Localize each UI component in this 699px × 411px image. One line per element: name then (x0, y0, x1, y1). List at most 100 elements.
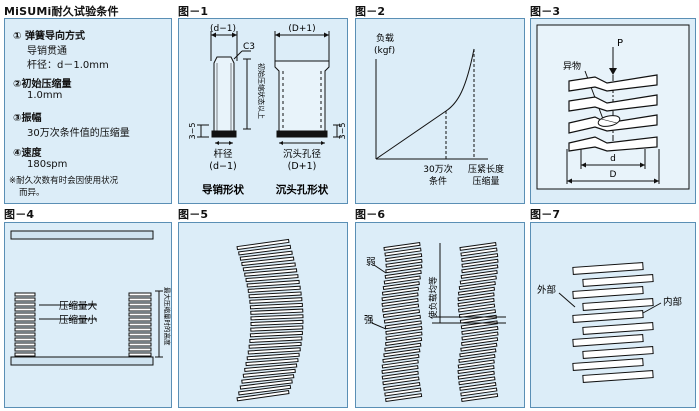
fig4-title: 图－4 (4, 208, 35, 221)
fig1-caption-left: 导销形状 (202, 183, 244, 196)
fig3-panel: P 异物 d D (530, 18, 696, 204)
amplitude-value: 30万次条件值的压缩量 (27, 128, 130, 139)
fig6-coil (381, 286, 420, 296)
fig4-coil (128, 347, 152, 352)
fig1-gap-left: 3−5 (188, 123, 197, 140)
fig6-coil (381, 297, 419, 307)
fig6-coil (385, 325, 423, 335)
fig4-drawing: 压缩量大 压缩量小 最大压缩量时的高度 (10, 230, 172, 366)
speed-heading: ④速度 (13, 148, 42, 159)
fig4-panel: 压缩量大 压缩量小 最大压缩量时的高度 (4, 222, 172, 408)
fig6-coil (457, 292, 495, 302)
fig5-coil (244, 268, 298, 277)
fig6-coil (381, 370, 419, 380)
fig4-height-note: 最大压缩量时的高度 (163, 287, 171, 346)
fig4-coil (14, 317, 36, 322)
fig7-coil (572, 358, 644, 371)
fig6-coil (458, 376, 496, 386)
fig6-coil (382, 281, 420, 291)
fig6-coil (383, 241, 421, 251)
fig4-coil (128, 352, 152, 357)
fig1-caption-right: 沉头孔形状 (276, 183, 329, 196)
fig3-outer-label: D (610, 170, 617, 180)
fig6-coil (385, 258, 423, 268)
fig6-title: 图－6 (355, 208, 386, 221)
fig1-dim-hole: (D+1) (288, 24, 315, 34)
fig2-panel: 负载 (kgf) 30万次 条件 压紧长度 压缩量 (355, 18, 525, 204)
fig1-gap-right: 3−5 (338, 123, 347, 140)
fig6-coil (383, 348, 421, 358)
fig1-hole-label: 沉头孔径 (283, 148, 322, 160)
fig5-coil (239, 379, 293, 390)
fig6-coil (382, 353, 420, 363)
fig4-coil (128, 302, 152, 307)
fig4-coil (14, 342, 36, 347)
fig6-coil (457, 365, 495, 375)
fig5-coil (236, 390, 290, 402)
fig4-coil (14, 322, 36, 327)
fig6-coil (461, 325, 499, 335)
fig6-coil (458, 281, 496, 291)
fig6-coil (385, 253, 423, 263)
fig6-coil (457, 370, 495, 380)
conditions-title: MiSUMi耐久试验条件 (4, 5, 119, 18)
fig5-drawing (236, 238, 304, 402)
initial-heading: ②初始压缩量 (13, 79, 72, 90)
fig6-coil (460, 342, 498, 352)
fig6-coil (384, 387, 422, 397)
fig7-coil (582, 370, 654, 383)
fig1-title: 图－1 (178, 5, 209, 18)
fig7-outer-label: 外部 (537, 284, 556, 296)
fig1-height-note: 初始压缩状态以上 (257, 63, 266, 119)
fig5-panel (178, 222, 348, 408)
fig7-coil (582, 298, 654, 311)
fig7-coil (572, 286, 644, 299)
fig5-coil (249, 336, 303, 344)
fig1-panel: (d−1) (D+1) C3 初始压缩状态以上 3−5 3−5 杆径 (d−1)… (178, 18, 348, 204)
fig1-hole-dim: (D+1) (288, 161, 317, 172)
guide-heading: ① 弹簧导向方式 (13, 31, 85, 42)
fig4-coil (14, 292, 36, 297)
fig5-coil (242, 368, 296, 378)
fig4-coil (128, 327, 152, 332)
fig6-coil (385, 337, 423, 347)
fig4-coil (14, 327, 36, 332)
fig6-coils (381, 241, 499, 403)
fig6-weak-label: 弱 (366, 257, 376, 268)
fig4-coil (128, 292, 152, 297)
fig5-coil (246, 352, 300, 361)
fig4-coils (14, 292, 152, 357)
fig6-coil (461, 331, 499, 341)
fig6-coil (459, 381, 497, 391)
fig2-xlabel-line1: 压紧长度 (468, 163, 504, 175)
fig6-coil (460, 387, 498, 397)
fig2-title: 图－2 (355, 5, 386, 18)
initial-value: 1.0mm (27, 90, 63, 101)
conditions-panel: ① 弹簧导向方式 导销贯通 杆径：d－1.0mm ②初始压缩量 1.0mm ③振… (4, 18, 172, 204)
fig4-coil (128, 342, 152, 347)
fig4-coil (128, 307, 152, 312)
fig7-coil (582, 346, 654, 359)
fig6-coil (384, 342, 422, 352)
fig6-coil (457, 359, 495, 369)
fig7-coil (582, 274, 654, 287)
fig6-coil (383, 381, 421, 391)
fig6-coil (461, 264, 499, 274)
fig7-drawing: 外部 内部 (537, 262, 682, 383)
fig4-coil (128, 297, 152, 302)
fig4-coil (14, 337, 36, 342)
fig4-coil (14, 332, 36, 337)
fig5-coil (247, 285, 301, 293)
fig6-coil (461, 258, 499, 268)
fig6-coil (461, 253, 499, 263)
fig4-coil (128, 332, 152, 337)
fig6-coil (382, 309, 421, 319)
fig1-drawing: (d−1) (D+1) C3 初始压缩状态以上 3−5 3−5 杆径 (d−1)… (188, 24, 347, 196)
fig4-label-small: 压缩量小 (59, 314, 98, 326)
fig6-coil (459, 275, 497, 285)
fig7-title: 图－7 (530, 208, 561, 221)
fig6-coil (385, 264, 423, 274)
fig6-coil (459, 348, 497, 358)
fig7-panel: 外部 内部 (530, 222, 696, 408)
fig7-coil (572, 310, 644, 323)
